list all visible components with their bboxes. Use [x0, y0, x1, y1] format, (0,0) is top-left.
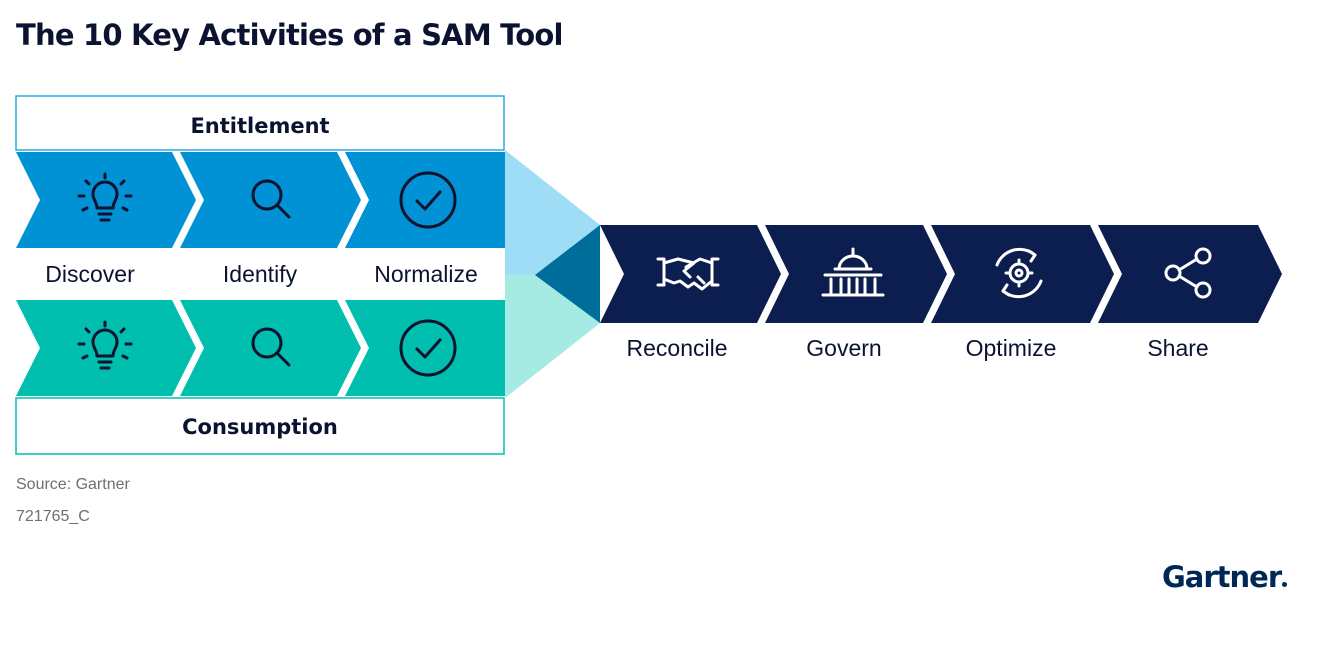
- gear-cycle-icon: [995, 247, 1043, 299]
- consumption-header-box: [15, 397, 505, 455]
- gartner-logo: Gartner: [1162, 560, 1288, 594]
- consumption-chevron-identify: [180, 300, 361, 396]
- flow-chevron-share: [1098, 225, 1282, 323]
- source-note: Source: Gartner: [16, 476, 130, 493]
- checkmark-circle-icon: [399, 319, 457, 377]
- share-icon: [1164, 247, 1212, 299]
- capitol-building-icon: [821, 247, 885, 297]
- consumption-chevron-normalize: [345, 300, 505, 396]
- gartner-logo-text: Gartner: [1162, 560, 1282, 594]
- flow-chevron-reconcile: [600, 225, 781, 323]
- step-label-identify: Identify: [223, 261, 298, 287]
- logo-dot: [1282, 582, 1288, 587]
- checkmark-circle-icon: [399, 171, 457, 229]
- entitlement-chevron-discover: [16, 152, 196, 248]
- magnifier-icon: [251, 179, 291, 219]
- step-label-share: Share: [1147, 335, 1208, 361]
- merge-overlap: [535, 225, 600, 323]
- consumption-funnel: [505, 275, 600, 398]
- entitlement-chevron-normalize: [345, 152, 505, 248]
- step-label-normalize: Normalize: [374, 261, 478, 287]
- step-label-optimize: Optimize: [966, 335, 1057, 361]
- step-label-govern: Govern: [806, 335, 881, 361]
- consumption-chevron-discover: [16, 300, 196, 396]
- lightbulb-icon: [77, 320, 133, 370]
- handshake-icon: [656, 257, 720, 291]
- figure-code: 721765_C: [16, 508, 90, 525]
- magnifier-icon: [251, 327, 291, 367]
- consumption-header-label: Consumption: [182, 415, 338, 439]
- entitlement-header-box: [15, 95, 505, 151]
- page-title: The 10 Key Activities of a SAM Tool: [16, 18, 564, 52]
- step-label-reconcile: Reconcile: [627, 335, 728, 361]
- entitlement-header-label: Entitlement: [190, 114, 329, 138]
- lightbulb-icon: [77, 172, 133, 222]
- step-label-discover: Discover: [45, 261, 135, 287]
- entitlement-chevron-identify: [180, 152, 361, 248]
